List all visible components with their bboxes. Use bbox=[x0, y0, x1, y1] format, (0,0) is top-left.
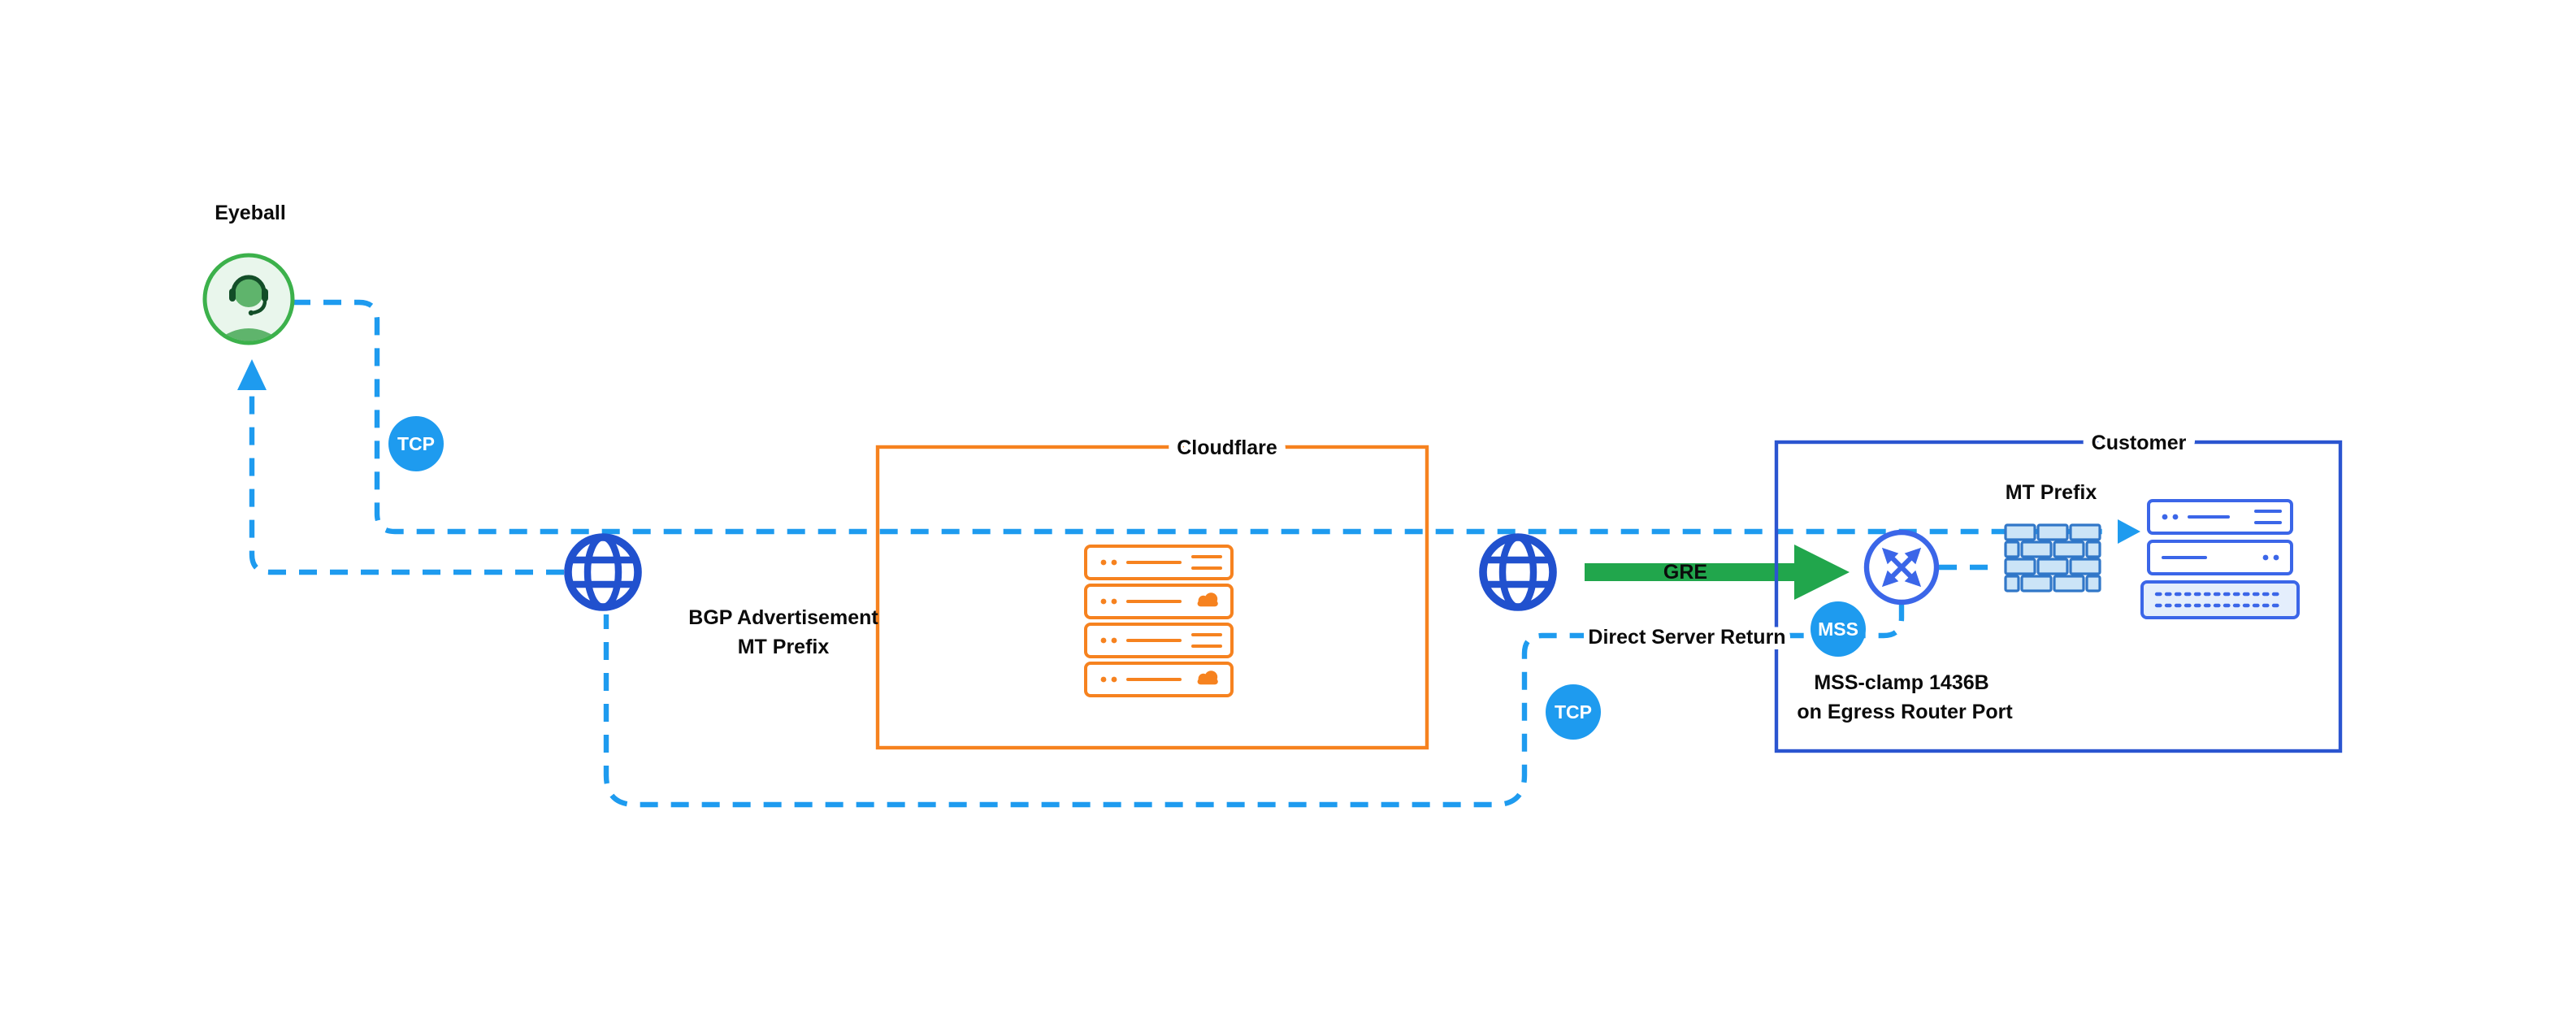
cloudflare-box-label: Cloudflare bbox=[1177, 436, 1277, 459]
customer-server-stack-icon bbox=[2140, 499, 2300, 619]
gre-arrow-shape bbox=[1585, 545, 1850, 600]
tcp-badge-upper: TCP bbox=[388, 416, 444, 471]
customer-mt-prefix-label: MT Prefix bbox=[2006, 481, 2097, 504]
eyeball-label: Eyeball bbox=[215, 202, 286, 224]
customer-box-label: Customer bbox=[2092, 432, 2187, 454]
headset-icon bbox=[231, 275, 267, 295]
tcp-badge-lower-label: TCP bbox=[1555, 701, 1592, 723]
globe-icon-right bbox=[1479, 533, 1557, 611]
globe-icon-left bbox=[564, 533, 642, 611]
gre-arrow: GRE bbox=[1585, 545, 1850, 600]
arrowhead-to-eyeball bbox=[237, 359, 267, 390]
gre-label: GRE bbox=[1663, 561, 1707, 584]
eyeball-user-icon bbox=[202, 253, 295, 345]
flow-path-return-to-eyeball bbox=[249, 390, 564, 575]
tcp-badge-upper-label: TCP bbox=[397, 433, 435, 454]
router-icon bbox=[1863, 529, 1940, 605]
customer-box-border bbox=[1774, 440, 2343, 753]
mss-badge: MSS bbox=[1811, 601, 1866, 657]
bgp-advertisement-label: BGP Advertisement bbox=[688, 606, 878, 629]
mss-clamp-label-line1: MSS-clamp 1436B bbox=[1814, 671, 1988, 694]
firewall-icon bbox=[2004, 523, 2101, 592]
arrowhead-into-servers bbox=[2118, 519, 2140, 544]
bgp-mt-prefix-label: MT Prefix bbox=[738, 636, 830, 658]
cloudflare-server-stack-icon bbox=[1084, 545, 1234, 697]
flow-path-eyeball-to-customer bbox=[293, 299, 2110, 535]
mss-badge-label: MSS bbox=[1818, 618, 1858, 640]
tcp-badge-lower: TCP bbox=[1546, 684, 1601, 740]
flow-path-return-loop bbox=[603, 603, 1905, 808]
direct-server-return-label: Direct Server Return bbox=[1588, 626, 1785, 649]
cloudflare-box-border bbox=[875, 445, 1429, 750]
flow-paths bbox=[249, 299, 2110, 808]
mss-clamp-label-line2: on Egress Router Port bbox=[1797, 701, 2013, 723]
